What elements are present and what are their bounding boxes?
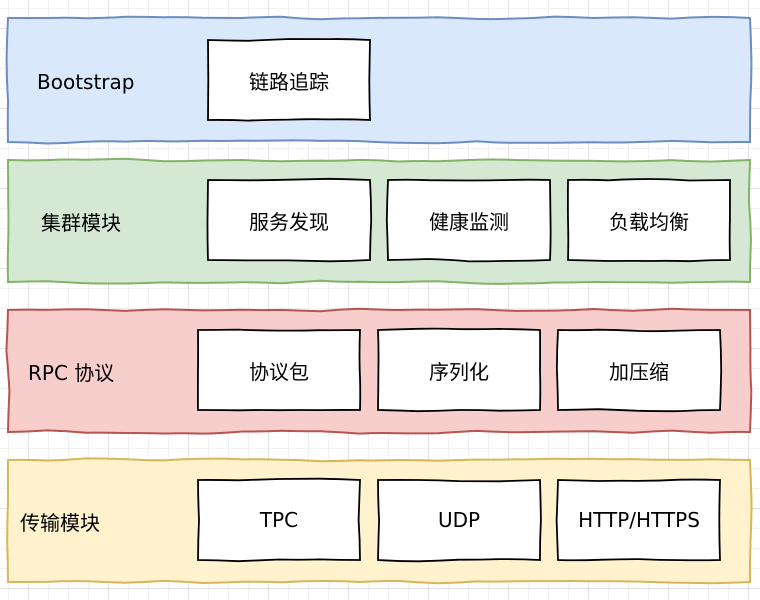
component-tpc[interactable]: TPC [259, 508, 299, 532]
layer-label-rpc: RPC 协议 [28, 360, 115, 385]
component-compression[interactable]: 加压缩 [609, 359, 669, 384]
component-http-https[interactable]: HTTP/HTTPS [578, 508, 700, 532]
component-load-balancing[interactable]: 负载均衡 [609, 209, 689, 234]
component-protocol-packet[interactable]: 协议包 [249, 359, 309, 384]
component-health-check[interactable]: 健康监测 [429, 209, 509, 234]
component-box [197, 328, 362, 412]
component-box [377, 327, 542, 413]
layer-label-cluster: 集群模块 [41, 210, 121, 235]
layer-label-transport: 传输模块 [20, 510, 100, 535]
component-box [567, 178, 731, 263]
component-box [197, 477, 361, 563]
component-service-discovery[interactable]: 服务发现 [249, 209, 329, 234]
component-tracing[interactable]: 链路追踪 [249, 69, 329, 94]
component-box [377, 479, 542, 563]
component-serialization[interactable]: 序列化 [429, 359, 489, 384]
component-box [555, 478, 721, 562]
component-box [385, 178, 552, 263]
layer-label-bootstrap: Bootstrap [37, 70, 135, 94]
component-box [555, 328, 723, 413]
component-box [207, 38, 371, 122]
layer-band-cluster [6, 157, 753, 285]
component-udp[interactable]: UDP [437, 508, 481, 532]
layer-band-bootstrap [5, 15, 753, 145]
component-box [206, 177, 373, 263]
